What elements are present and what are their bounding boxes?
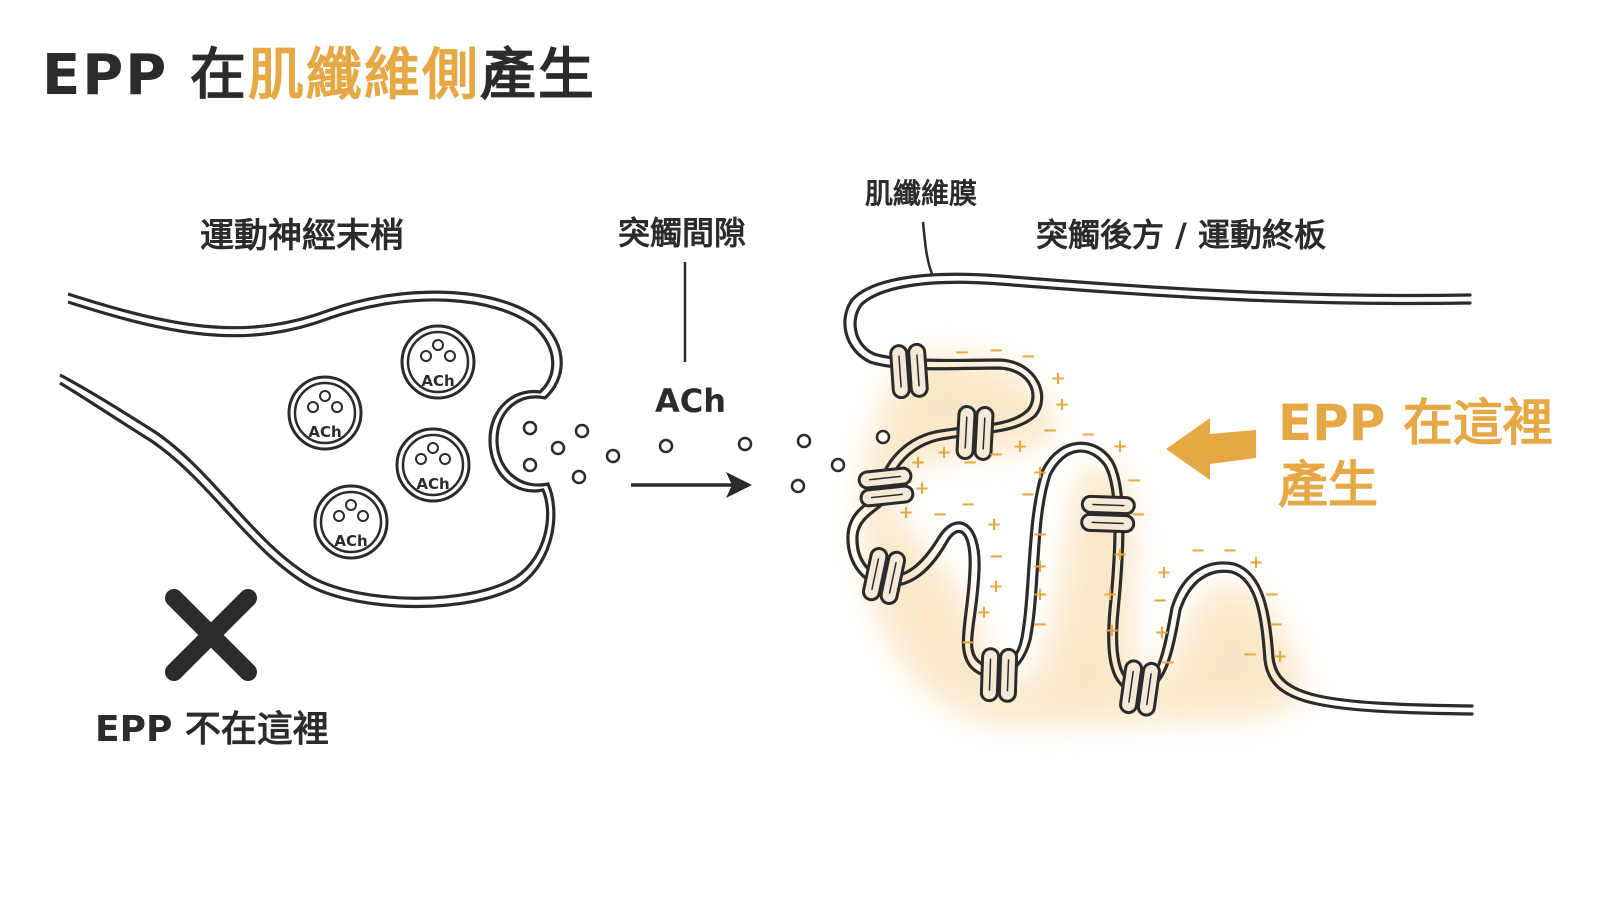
cleft-ach-label: ACh: [655, 382, 727, 420]
nerve-terminal: [59, 290, 563, 609]
muscle-membrane-label: 肌纖維膜: [865, 177, 978, 210]
plus-charge: +: [914, 478, 929, 499]
minus-charge: −: [960, 494, 975, 515]
ach-receptor: [1118, 658, 1162, 718]
arrow-right-icon: [631, 472, 752, 498]
plus-charge: +: [988, 576, 1003, 597]
plus-charge: +: [1104, 620, 1119, 641]
minus-charge: −: [960, 632, 975, 653]
vesicle-label: ACh: [308, 423, 341, 441]
plus-charge: +: [936, 442, 951, 463]
plus-charge: +: [1054, 394, 1069, 415]
minus-charge: −: [1264, 584, 1279, 605]
synaptic-cleft-label: 突觸間隙: [618, 214, 747, 252]
ach-receptor: [1079, 494, 1137, 534]
minus-charge: −: [1190, 540, 1205, 561]
plus-charge: +: [986, 514, 1001, 535]
plus-charge: +: [1032, 462, 1047, 483]
plus-charge: +: [898, 502, 913, 523]
vesicle-label: ACh: [421, 372, 454, 390]
minus-charge: −: [988, 340, 1003, 361]
title-prefix: EPP 在: [42, 43, 248, 108]
minus-charge: −: [1080, 424, 1095, 445]
minus-charge: −: [1152, 590, 1167, 611]
vesicle: ACh: [287, 375, 363, 451]
minus-charge: −: [1020, 484, 1035, 505]
epp-here-label: EPP 在這裡 產生: [1278, 392, 1553, 516]
minus-charge: −: [1020, 346, 1035, 367]
minus-charge: −: [988, 546, 1003, 567]
plus-charge: +: [910, 452, 925, 473]
plus-charge: +: [1112, 544, 1127, 565]
plus-charge: +: [976, 602, 991, 623]
plus-charge: +: [1032, 556, 1047, 577]
minus-charge: −: [1130, 504, 1145, 525]
minus-charge: −: [1242, 644, 1257, 665]
arrow-left-icon: [1166, 418, 1256, 480]
plus-charge: +: [1032, 584, 1047, 605]
plus-charge: +: [1102, 584, 1117, 605]
nerve-terminal-label: 運動神經末梢: [200, 216, 404, 256]
membrane-pointer-line: [921, 221, 934, 275]
minus-charge: −: [962, 452, 977, 473]
plus-charge: +: [1156, 562, 1171, 583]
vesicle-label: ACh: [334, 532, 367, 550]
vesicle: ACh: [400, 324, 476, 400]
minus-charge: −: [1042, 420, 1057, 441]
charge-markers: −−−++−+−−++++−−+−++−+−−++−−+−−++++−+−−−+…: [898, 340, 1287, 673]
ach-receptor: [856, 465, 916, 509]
epp-here-line1: EPP 在這裡: [1278, 394, 1553, 452]
epp-not-here-label: EPP 不在這裡: [95, 709, 329, 750]
minus-charge: −: [1160, 652, 1175, 673]
plus-charge: +: [1012, 436, 1027, 457]
plus-charge: +: [1050, 368, 1065, 389]
minus-charge: −: [932, 504, 947, 525]
plus-charge: +: [1248, 552, 1263, 573]
epp-here-line2: 產生: [1278, 456, 1378, 514]
minus-charge: −: [954, 342, 969, 363]
endplate-label: 突觸後方 / 運動終板: [1036, 216, 1326, 254]
vesicle: ACh: [395, 427, 471, 503]
ach-receptor: [979, 646, 1019, 704]
title-suffix: 產生: [479, 43, 596, 108]
minus-charge: −: [1268, 614, 1283, 635]
minus-charge: −: [1222, 540, 1237, 561]
plus-charge: +: [1272, 646, 1287, 667]
title-highlight: 肌纖維側: [247, 43, 480, 108]
plus-charge: +: [1154, 622, 1169, 643]
minus-charge: −: [1032, 524, 1047, 545]
minus-charge: −: [1032, 614, 1047, 635]
x-mark-icon: [165, 589, 257, 681]
page-title: EPP 在肌纖維側產生: [42, 30, 596, 111]
minus-charge: −: [988, 444, 1003, 465]
minus-charge: −: [1126, 470, 1141, 491]
plus-charge: +: [1112, 436, 1127, 457]
ach-receptor: [888, 342, 930, 400]
vesicle: ACh: [313, 484, 389, 560]
vesicle-label: ACh: [416, 475, 449, 493]
ach-molecules: [522, 420, 891, 494]
muscle-membrane: [843, 272, 1474, 716]
